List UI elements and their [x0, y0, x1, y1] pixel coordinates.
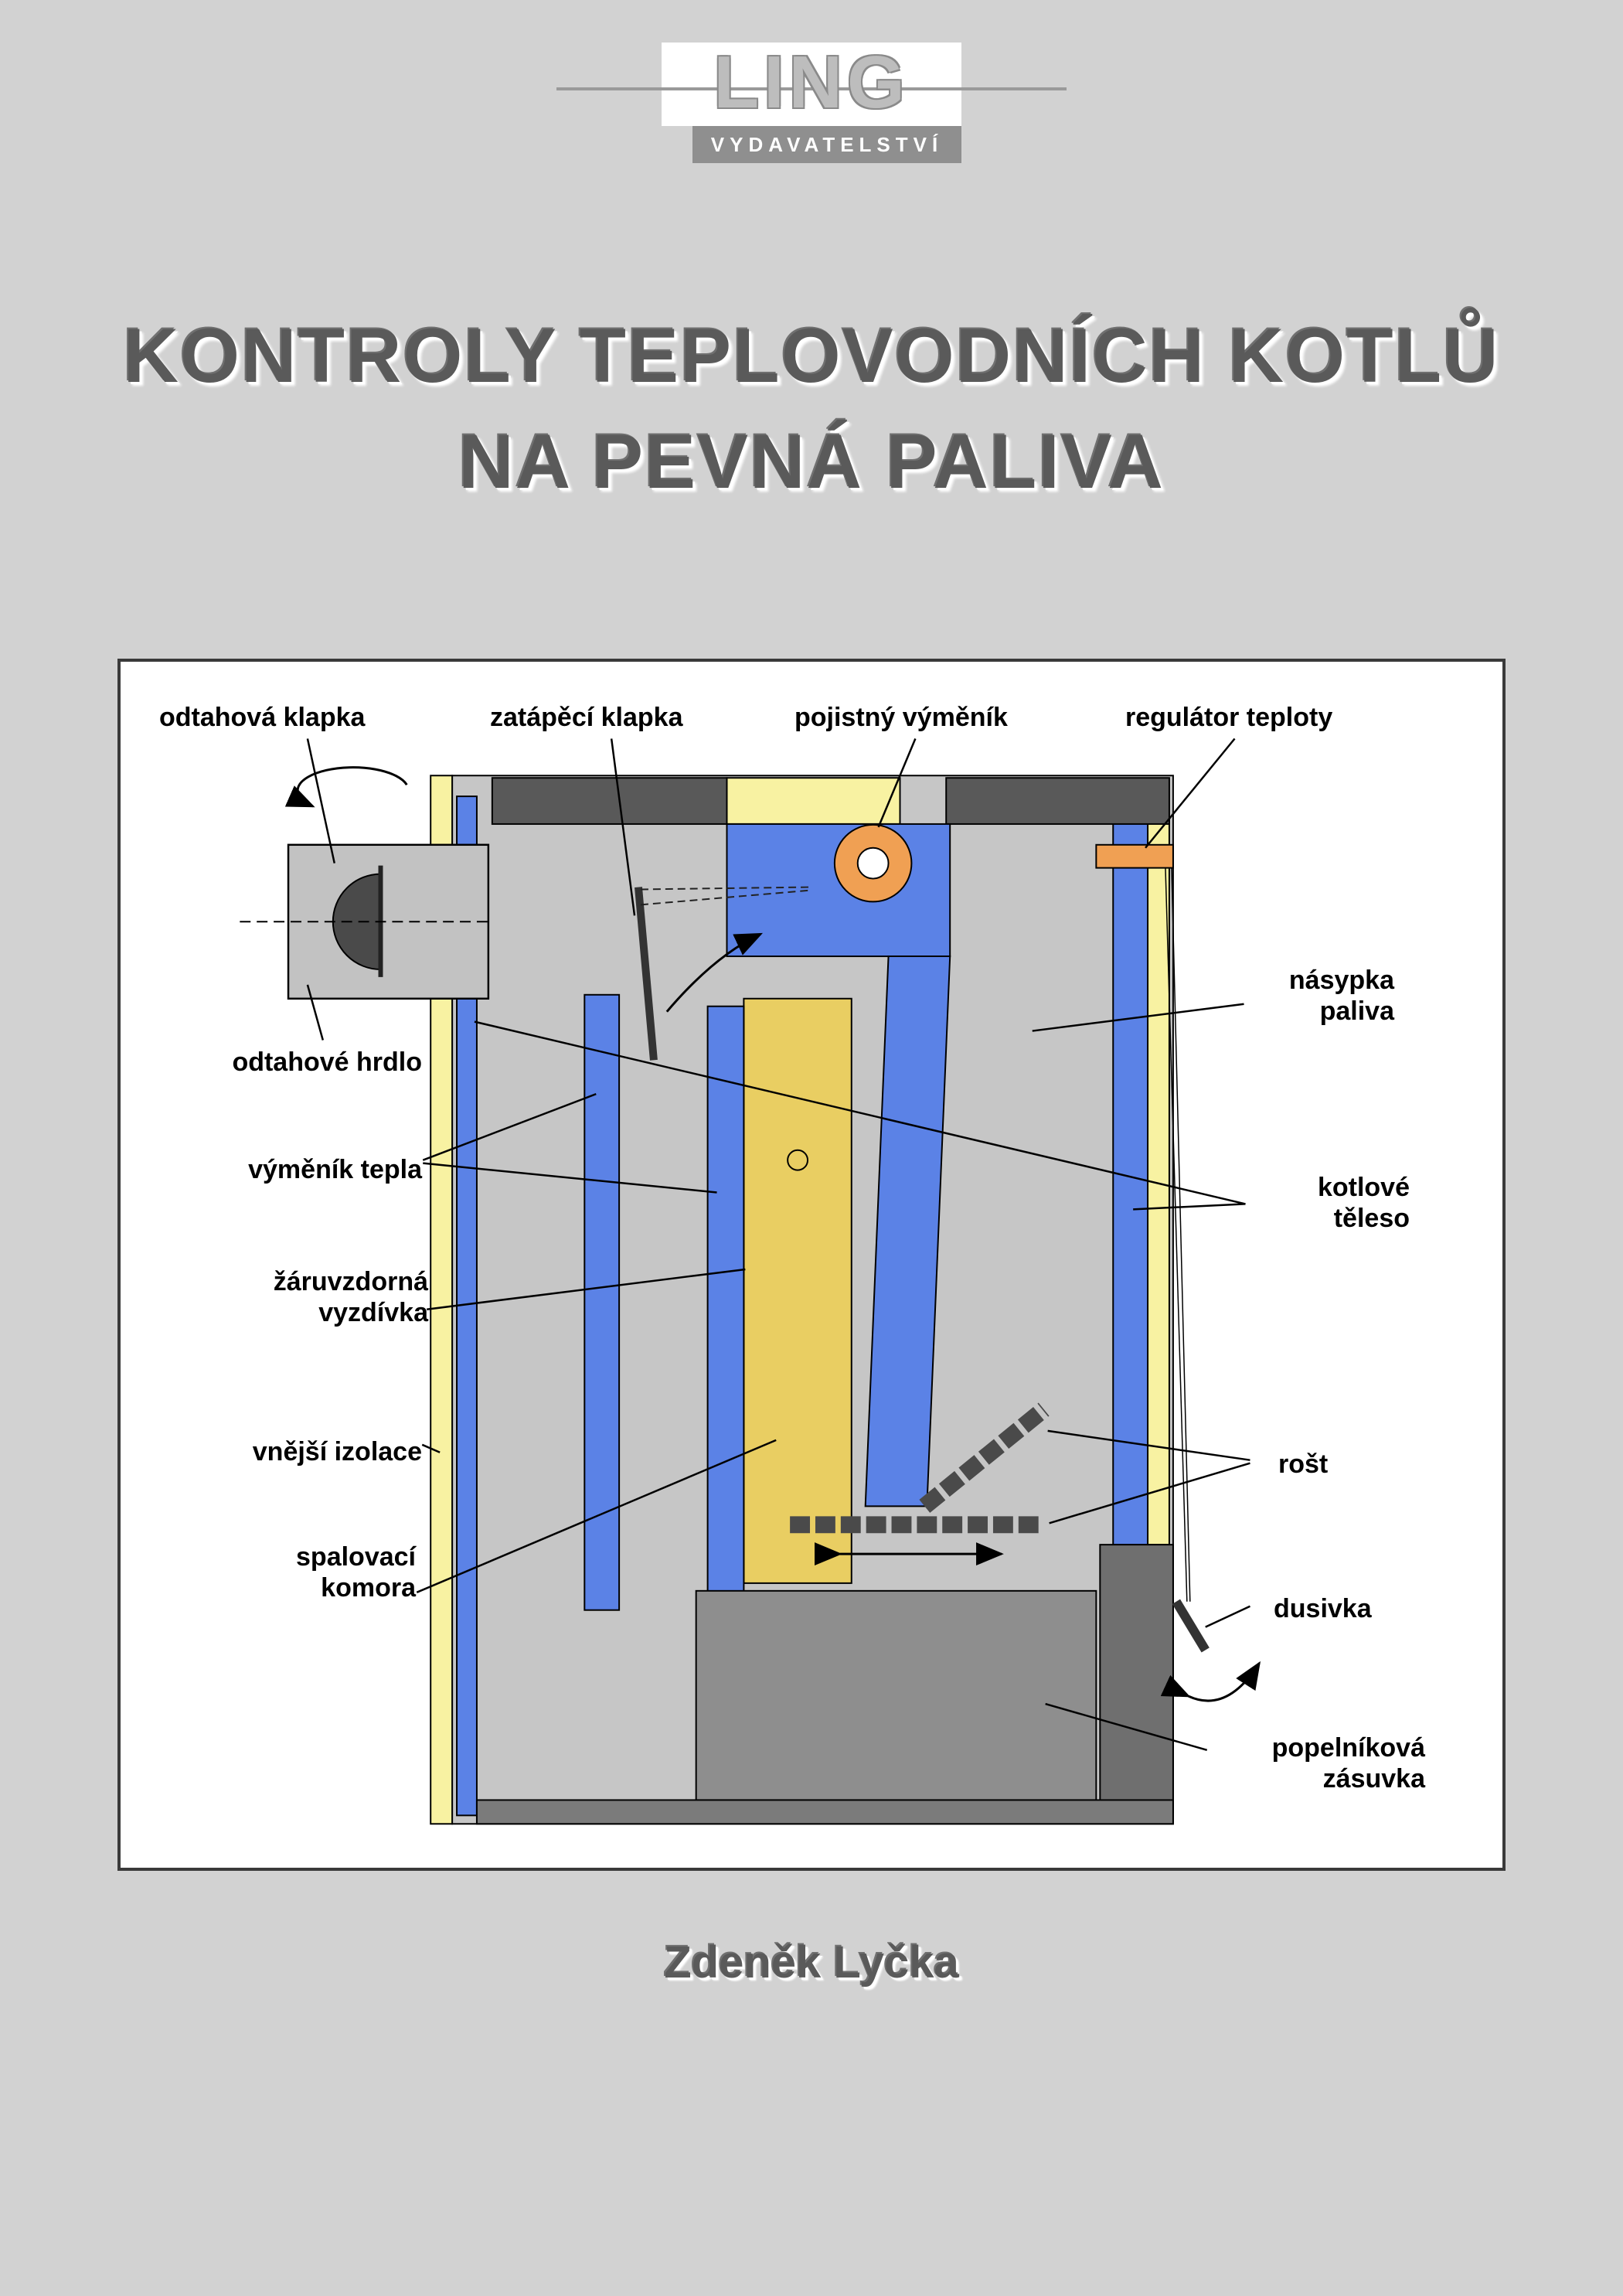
top-plate-left — [491, 777, 728, 825]
temperature-regulator — [1095, 843, 1191, 1602]
safety-exchanger — [833, 823, 913, 903]
label-regulator-teploty: regulátor teploty — [1125, 703, 1333, 732]
boiler-diagram — [240, 738, 1261, 1825]
flue-damper-disc — [332, 873, 382, 970]
ash-door-block — [1099, 1544, 1174, 1814]
publisher-logo: LING VYDAVATELSTVÍ — [556, 41, 1067, 174]
heat-exchanger-channels — [584, 993, 745, 1615]
label-odtahova-klapka: odtahová klapka — [159, 703, 366, 732]
diagram-panel: odtahová klapka zatápěcí klapka pojistný… — [117, 659, 1506, 1871]
top-plate-right — [945, 777, 1170, 825]
refractory-lining — [743, 997, 852, 1584]
label-pojistny-vymenik: pojistný výměník — [794, 703, 1008, 732]
label-nasypka-paliva: násypka paliva — [1288, 966, 1394, 1027]
label-dusivka: dusivka — [1274, 1594, 1372, 1623]
label-popelnikova-zasuvka: popelníková zásuvka — [1271, 1733, 1425, 1794]
label-rost: rošt — [1278, 1449, 1329, 1479]
top-insulation-strip — [726, 777, 901, 825]
logo-background — [662, 43, 961, 126]
damper-swing-arrow-icon — [665, 932, 764, 1013]
water-jacket-right — [1112, 818, 1149, 1546]
publisher-name: LING — [713, 41, 910, 124]
damper-rotation-arrow-icon — [284, 766, 408, 808]
publisher-tagline: VYDAVATELSTVÍ — [692, 126, 961, 163]
label-odtahove-hrdlo: odtahové hrdlo — [232, 1048, 422, 1077]
grate — [790, 1402, 1050, 1566]
label-vnejsi-izolace: vnější izolace — [252, 1437, 422, 1467]
label-vymenik-tepla: výměník tepla — [248, 1155, 422, 1184]
flue-outlet — [240, 766, 494, 1000]
author-name: Zdeněk Lyčka — [664, 1937, 959, 1988]
label-zaruvzdorna-vyzdivka: žáruvzdorná vyzdívka — [273, 1267, 428, 1328]
label-spalovaci-komora: spalovací komora — [296, 1542, 416, 1603]
title-line-2: NA PEVNÁ PALIVA — [458, 417, 1165, 504]
grate-inclined — [919, 1402, 1050, 1513]
choke-swing-arrow-icon — [1160, 1661, 1261, 1702]
logo-rule — [556, 87, 1067, 90]
label-zatapeci-klapka: zatápěcí klapka — [490, 703, 683, 732]
ash-drawer — [695, 1589, 1097, 1801]
lighting-damper — [635, 886, 812, 1061]
boiler-base — [475, 1799, 1174, 1825]
peep-hole — [787, 1149, 809, 1171]
choke-flap — [1160, 1599, 1261, 1702]
leader-lines — [306, 738, 1250, 1751]
page-title: KONTROLY TEPLOVODNÍCH KOTLŮ NA PEVNÁ PAL… — [0, 303, 1623, 514]
label-kotlove-teleso: kotlové těleso — [1317, 1173, 1410, 1234]
title-line-1: KONTROLY TEPLOVODNÍCH KOTLŮ — [123, 312, 1500, 398]
